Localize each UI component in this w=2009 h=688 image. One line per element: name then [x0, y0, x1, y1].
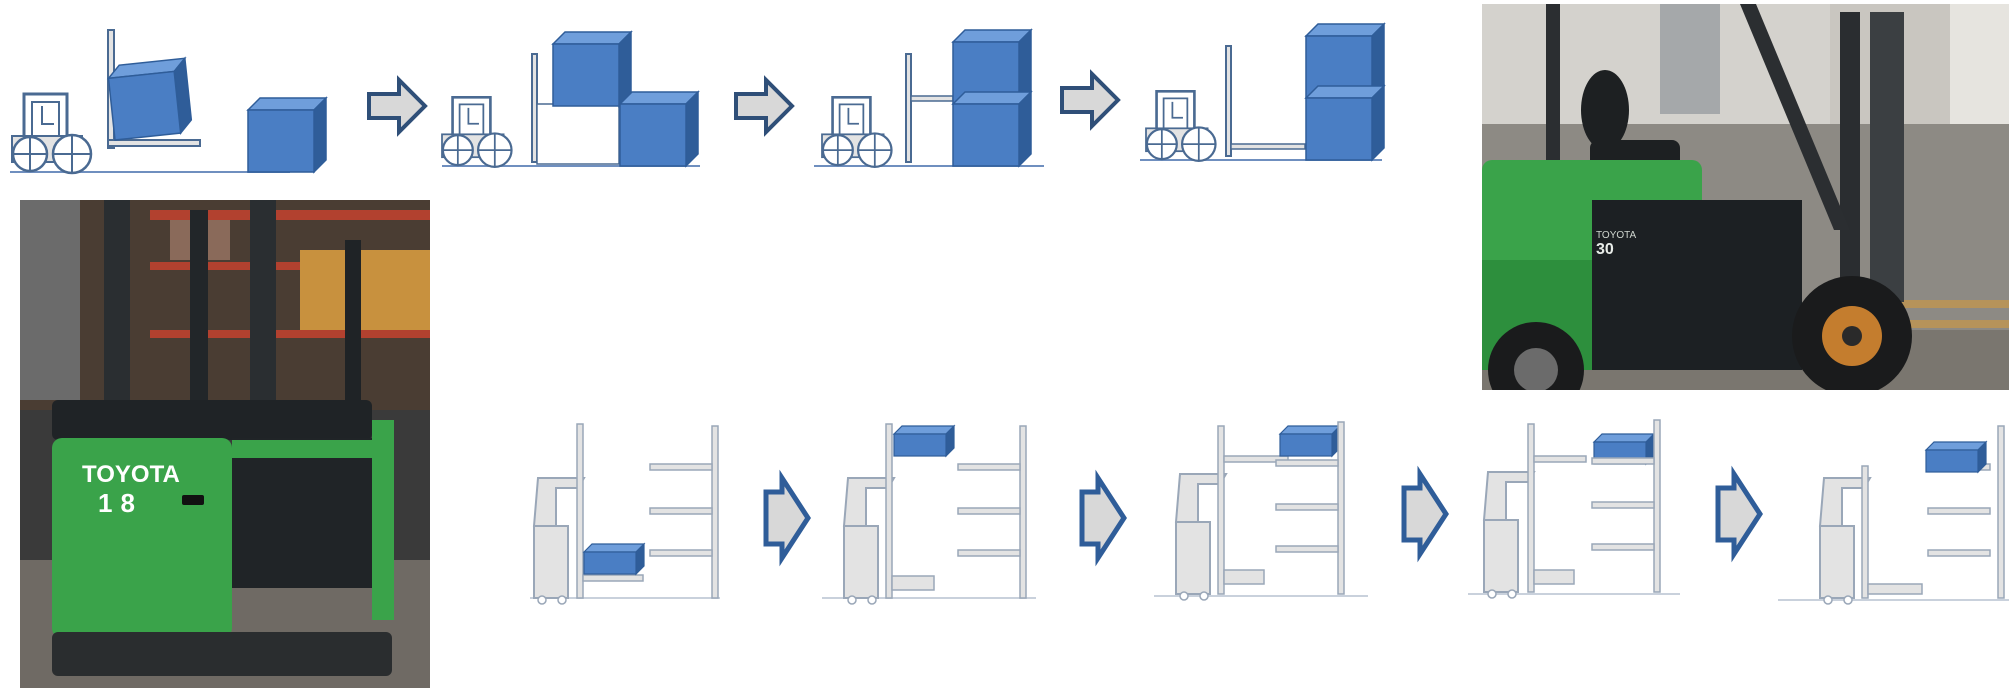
reach-step-1: [530, 424, 720, 604]
counterbalance-step-1: [10, 30, 326, 173]
right-arrow-icon: [1718, 474, 1760, 554]
reach-truck-photo: TOYOTA 18: [20, 200, 430, 688]
reach-truck-model: 18: [98, 488, 143, 518]
counterbalance-forklift-icon: [822, 97, 892, 167]
right-arrow-icon: [1404, 474, 1446, 554]
cargo-box-icon: [107, 58, 192, 140]
counterbalance-step-4: [1140, 24, 1384, 161]
cargo-box-icon: [553, 32, 631, 106]
right-arrow-icon: [1062, 74, 1118, 126]
right-arrow-icon: [369, 80, 425, 132]
rack-icon: [958, 426, 1026, 598]
reach-truck-brand: TOYOTA: [82, 461, 180, 488]
counterbalance-brand: TOYOTA: [1596, 230, 1637, 241]
cargo-box-icon: [620, 92, 698, 166]
reach-step-4: [1468, 420, 1680, 598]
rack-icon: [650, 426, 718, 598]
counterbalance-forklift-icon: [1146, 91, 1216, 161]
reach-step-3: [1154, 422, 1368, 600]
counterbalance-step-2: [442, 32, 700, 167]
cargo-box-icon: [894, 426, 954, 456]
counterbalance-photo: TOYOTA 30: [1482, 4, 2009, 418]
reach-step-2: [822, 424, 1036, 604]
cargo-box-icon: [248, 98, 326, 172]
reach-step-5: [1778, 426, 2009, 604]
right-arrow-icon: [1082, 478, 1124, 558]
counterbalance-forklift-icon: [442, 97, 512, 167]
cargo-box-icon: [1306, 86, 1384, 160]
counterbalance-step-3: [814, 30, 1044, 167]
cargo-box-icon: [1280, 426, 1340, 456]
reach-truck-icon: [1484, 472, 1534, 598]
counterbalance-model: 30: [1596, 241, 1614, 258]
cargo-box-icon: [953, 92, 1031, 166]
reach-truck-sequence: [530, 420, 2009, 604]
right-arrow-icon: [766, 478, 808, 558]
cargo-box-icon: [1926, 442, 1986, 472]
counterbalance-sequence: [10, 24, 1384, 173]
counterbalance-forklift-icon: [12, 94, 91, 173]
right-arrow-icon: [736, 80, 792, 132]
cargo-box-icon: [584, 544, 644, 574]
